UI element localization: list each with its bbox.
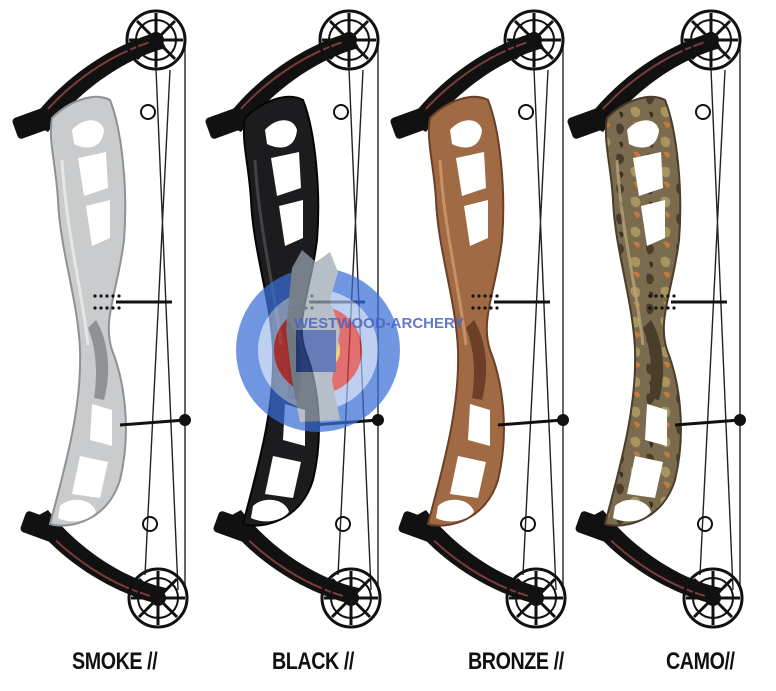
variant-label-black: BLACK // xyxy=(272,648,354,675)
bow-camo xyxy=(567,9,746,629)
bow-black xyxy=(205,9,384,629)
bow-smoke xyxy=(12,9,191,629)
bow-bronze xyxy=(390,9,569,629)
variant-label-bronze: BRONZE // xyxy=(468,648,564,675)
variant-label-camo: CAMO// xyxy=(666,648,735,675)
variant-labels: SMOKE // BLACK // BRONZE // CAMO// xyxy=(0,648,776,688)
bow-lineup xyxy=(12,9,746,629)
variant-label-smoke: SMOKE // xyxy=(72,648,158,675)
